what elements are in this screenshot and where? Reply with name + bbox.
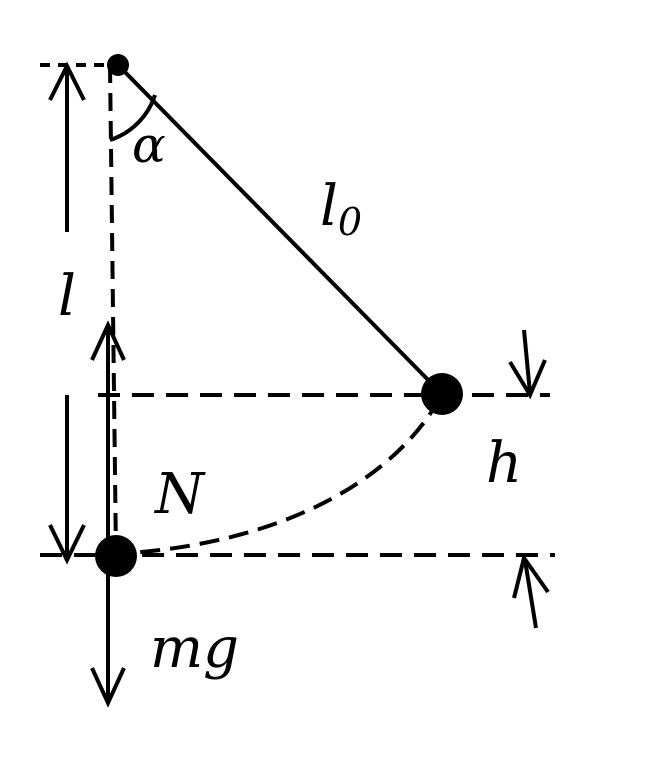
bob-lowest [95, 535, 137, 577]
weight-arrowhead [90, 667, 126, 708]
vertical-length-label: l [58, 264, 76, 329]
pendulum-string [116, 63, 444, 396]
height-arrowhead-upper [508, 359, 547, 400]
normal-force-arrowhead [90, 320, 126, 361]
bob-initial [421, 373, 463, 415]
length-arrowhead-up [48, 61, 86, 101]
trajectory-arc [129, 397, 442, 555]
height-arrow-upper [522, 329, 532, 394]
height-arrowhead-lower [512, 553, 550, 599]
angle-arc [109, 94, 157, 142]
height-arrow-lower [523, 559, 538, 629]
height-label: h [486, 431, 522, 496]
length-arrowhead-down [48, 524, 86, 565]
normal-force-label: N [153, 462, 206, 527]
angle-label: α [132, 116, 166, 174]
weight-label: mg [150, 616, 239, 681]
vertical-dashed-line [108, 64, 118, 556]
string-length-label: l0 [320, 174, 362, 244]
string-length-subscript: 0 [338, 200, 362, 244]
pivot-point [107, 54, 129, 76]
